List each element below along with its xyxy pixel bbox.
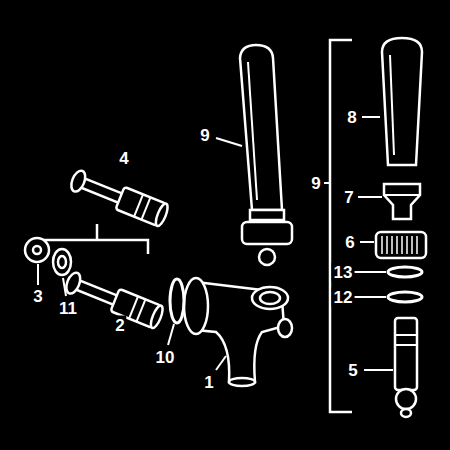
faucet-body-1 (278, 319, 292, 337)
leader-lines (360, 241, 374, 243)
faucet-body-1 (184, 278, 292, 386)
leader-lines (168, 324, 174, 345)
callout-number: 8 (345, 108, 358, 127)
callout-number: 9 (198, 126, 211, 145)
collar-6 (406, 236, 408, 254)
handle-assembly-9 (240, 45, 292, 265)
collar-6 (391, 236, 393, 254)
faucet-body-1 (184, 278, 208, 334)
callout-number: 3 (31, 287, 44, 306)
collar-6 (416, 236, 418, 254)
callout-number: 10 (154, 348, 177, 367)
leader-lines (37, 264, 39, 285)
ferrule-7 (384, 184, 420, 219)
collar-6 (376, 232, 426, 258)
faucet-body-1 (229, 378, 255, 386)
handle-8 (382, 38, 422, 165)
handle-assembly-9 (240, 45, 282, 210)
leader-lines (216, 138, 242, 146)
handle-8 (390, 55, 394, 155)
collar-6 (382, 236, 417, 254)
cap-3-washer-11 (25, 238, 71, 275)
callout-number: 11 (57, 299, 79, 318)
lever-5 (395, 318, 417, 390)
faucet-body-1 (260, 292, 280, 304)
leader-lines (364, 369, 393, 371)
callout-number: 4 (117, 149, 130, 168)
callout-number: 5 (346, 361, 359, 380)
o-rings (388, 267, 422, 277)
lever-5 (396, 389, 416, 409)
collar-6 (376, 232, 426, 258)
lever-5 (395, 344, 417, 346)
o-rings (388, 267, 422, 302)
collar-6 (396, 236, 398, 254)
collar-6 (411, 236, 413, 254)
handle-assembly-9 (250, 210, 284, 220)
callout-number: 12 (332, 288, 355, 307)
faucet-body-1 (196, 282, 284, 382)
gasket-10 (170, 279, 184, 323)
lever-5 (395, 334, 417, 336)
leader-lines (362, 116, 380, 118)
handle-8 (382, 38, 422, 165)
shaft-4 (68, 168, 170, 228)
brackets (43, 40, 352, 412)
callout-number: 9 (309, 174, 322, 193)
ferrule-7 (384, 184, 420, 219)
leader-lines (216, 356, 226, 370)
lever-5 (401, 409, 411, 417)
collar-6 (381, 236, 383, 254)
handle-assembly-9 (242, 222, 292, 244)
callout-number: 6 (343, 233, 356, 252)
callout-number: 13 (332, 263, 355, 282)
collar-6 (386, 236, 388, 254)
handle-assembly-9 (248, 62, 257, 200)
ferrule-7 (384, 194, 420, 196)
o-rings (388, 292, 422, 302)
gasket-10 (170, 279, 184, 323)
lever-5 (395, 318, 417, 417)
callout-number: 7 (342, 188, 355, 207)
cap-3-washer-11 (53, 249, 71, 275)
leader-lines (324, 182, 330, 184)
callout-number: 1 (202, 373, 215, 392)
handle-assembly-9 (259, 249, 275, 265)
collar-6 (401, 236, 403, 254)
cap-3-washer-11 (25, 238, 49, 262)
leader-lines (354, 296, 386, 298)
callout-number: 2 (113, 316, 126, 335)
faucet-body-1 (252, 287, 288, 309)
leader-lines (354, 271, 386, 273)
leader-lines (358, 196, 382, 198)
cap-3-washer-11 (33, 246, 41, 254)
cap-3-washer-11 (58, 256, 66, 268)
brackets (330, 40, 352, 412)
